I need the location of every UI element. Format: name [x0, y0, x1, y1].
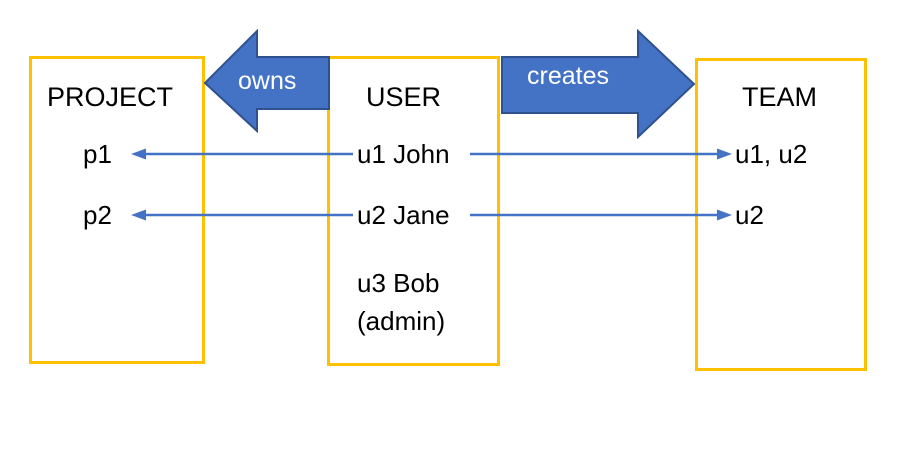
- user-item-u3: u3 Bob: [357, 268, 440, 298]
- block-arrow-creates-icon[interactable]: [500, 29, 696, 139]
- connector-arrow-u2-to-team2: [470, 209, 732, 221]
- entity-title-project: PROJECT: [47, 82, 174, 112]
- connector-arrow-u1-to-p1: [131, 148, 353, 160]
- user-item-u2: u2 Jane: [357, 200, 450, 230]
- entity-title-team: TEAM: [742, 82, 818, 112]
- project-item-p1: p1: [83, 139, 112, 169]
- user-item-u3-role: (admin): [357, 306, 446, 336]
- team-item-2: u2: [735, 200, 764, 230]
- project-item-p2: p2: [83, 200, 112, 230]
- team-item-1: u1, u2: [735, 139, 808, 169]
- entity-box-project[interactable]: [29, 56, 205, 364]
- block-arrow-owns-icon[interactable]: [203, 29, 331, 133]
- entity-title-user: USER: [366, 82, 442, 112]
- user-item-u1: u1 John: [357, 139, 450, 169]
- connector-arrow-u1-to-team1: [470, 148, 732, 160]
- connector-arrow-u2-to-p2: [131, 209, 353, 221]
- entity-box-user[interactable]: [327, 56, 500, 366]
